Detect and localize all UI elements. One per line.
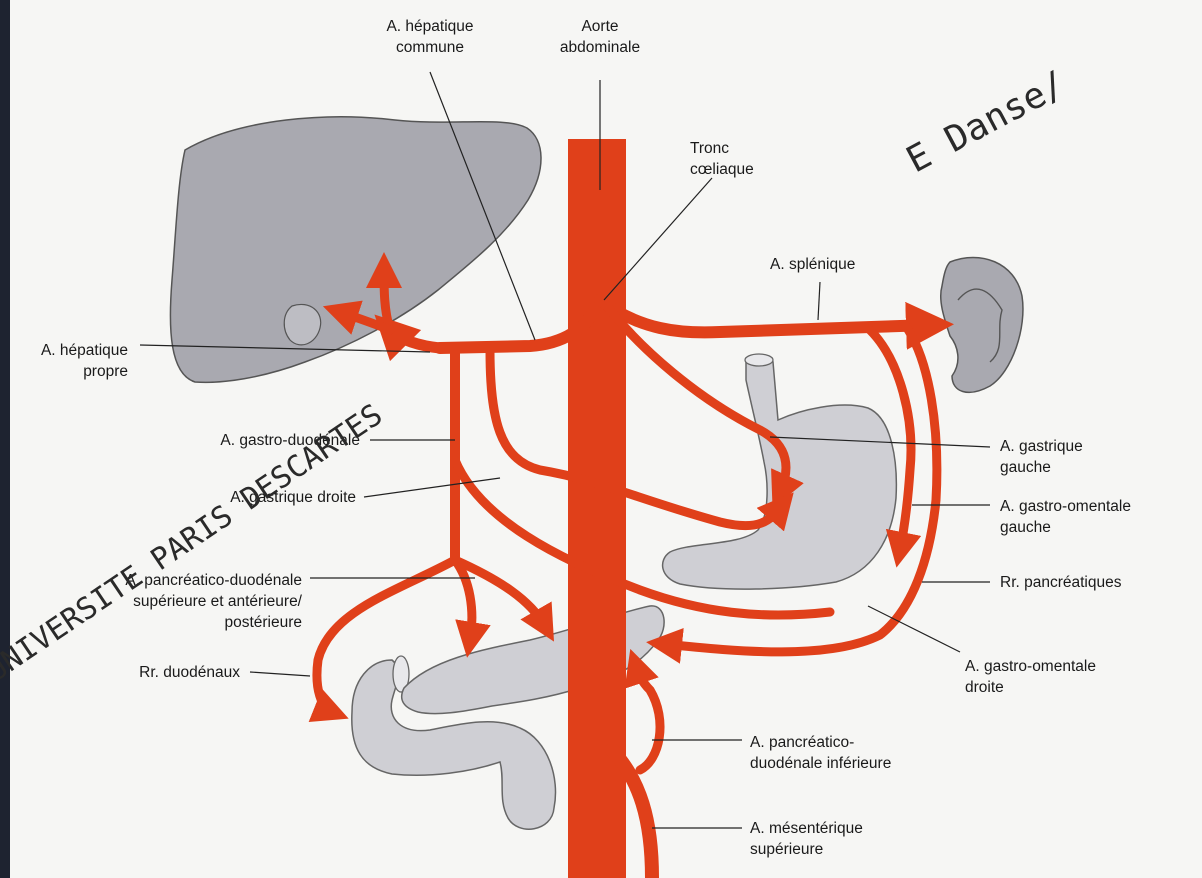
label-pancreatico-duodenale-superieure: A. pancréatico-duodénale supérieure et a… xyxy=(40,570,302,633)
label-pancreatico-duodenale-inferieure: A. pancréatico- duodénale inférieure xyxy=(750,732,891,774)
esophagus-opening xyxy=(745,354,773,366)
label-line: gauche xyxy=(1000,457,1083,478)
label-rr-duodenaux: Rr. duodénaux xyxy=(60,662,240,683)
label-line: supérieure xyxy=(750,839,863,860)
label-rr-pancreatiques: Rr. pancréatiques xyxy=(1000,572,1122,593)
label-gastrique-gauche: A. gastrique gauche xyxy=(1000,436,1083,478)
label-line: commune xyxy=(360,37,500,58)
label-line: A. mésentérique xyxy=(750,818,863,839)
gallbladder-shape xyxy=(284,304,320,344)
label-splenique: A. splénique xyxy=(770,254,855,275)
label-line: A. hépatique xyxy=(360,16,500,37)
label-aorte-abdominale: Aorte abdominale xyxy=(545,16,655,58)
label-gastrique-droite: A. gastrique droite xyxy=(120,487,356,508)
label-line: abdominale xyxy=(545,37,655,58)
label-line: propre xyxy=(0,361,128,382)
label-line: postérieure xyxy=(40,612,302,633)
label-line: A. hépatique xyxy=(0,340,128,361)
label-tronc-coeliaque: Tronc cœliaque xyxy=(690,138,754,180)
label-line: A. gastrique xyxy=(1000,436,1083,457)
label-line: A. pancréatico- xyxy=(750,732,891,753)
label-line: A. gastrique droite xyxy=(120,487,356,508)
label-line: droite xyxy=(965,677,1096,698)
label-line: Rr. pancréatiques xyxy=(1000,572,1122,593)
label-gastro-duodenale: A. gastro-duodénale xyxy=(120,430,360,451)
label-line: gauche xyxy=(1000,517,1131,538)
label-line: duodénale inférieure xyxy=(750,753,891,774)
label-line: A. gastro-duodénale xyxy=(120,430,360,451)
label-line: cœliaque xyxy=(690,159,754,180)
label-line: Aorte xyxy=(545,16,655,37)
label-line: A. gastro-omentale xyxy=(965,656,1096,677)
label-hepatique-propre: A. hépatique propre xyxy=(0,340,128,382)
label-line: supérieure et antérieure/ xyxy=(40,591,302,612)
label-gastro-omentale-droite: A. gastro-omentale droite xyxy=(965,656,1096,698)
label-line: A. splénique xyxy=(770,254,855,275)
label-line: Rr. duodénaux xyxy=(60,662,240,683)
label-mesenterique-superieure: A. mésentérique supérieure xyxy=(750,818,863,860)
label-line: Tronc xyxy=(690,138,754,159)
label-line: A. pancréatico-duodénale xyxy=(40,570,302,591)
label-gastro-omentale-gauche: A. gastro-omentale gauche xyxy=(1000,496,1131,538)
label-hepatique-commune: A. hépatique commune xyxy=(360,16,500,58)
label-line: A. gastro-omentale xyxy=(1000,496,1131,517)
